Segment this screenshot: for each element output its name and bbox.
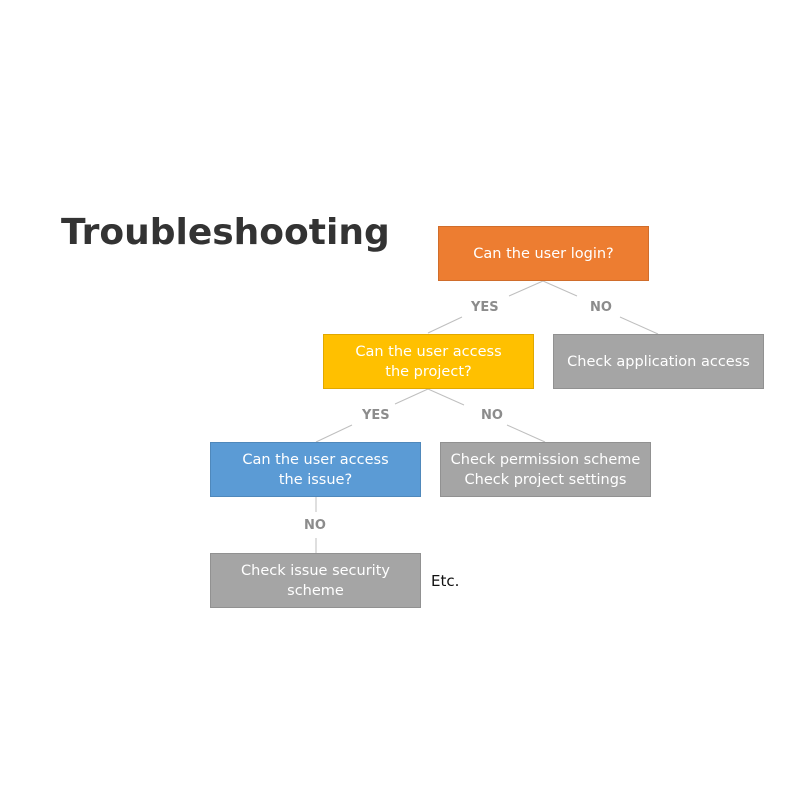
edge-label-login-no: NO [590, 300, 612, 315]
edge-label-project-yes: YES [362, 408, 390, 423]
connector-login-no-b [619, 316, 659, 335]
node-check-application-access: Check application access [553, 334, 764, 389]
node-can-user-access-project: Can the user access the project? [323, 334, 534, 389]
edge-label-login-yes: YES [471, 300, 499, 315]
etc-label: Etc. [431, 572, 460, 590]
node-can-user-login: Can the user login? [438, 226, 649, 281]
connector-project-yes-b [315, 424, 353, 443]
edge-label-project-no: NO [481, 408, 503, 423]
connector-login-yes-b [427, 316, 463, 334]
connector-project-yes-a [394, 388, 429, 405]
connector-login-no-a [542, 280, 578, 297]
page-title: Troubleshooting [61, 212, 390, 253]
connector-login-yes-a [508, 280, 544, 297]
node-can-user-access-issue: Can the user access the issue? [210, 442, 421, 497]
connector-project-no-a [427, 388, 465, 406]
node-check-permission-scheme: Check permission scheme Check project se… [440, 442, 651, 497]
node-check-issue-security-scheme: Check issue security scheme [210, 553, 421, 608]
edge-label-issue-no: NO [304, 518, 326, 533]
connector-project-no-b [506, 424, 546, 443]
